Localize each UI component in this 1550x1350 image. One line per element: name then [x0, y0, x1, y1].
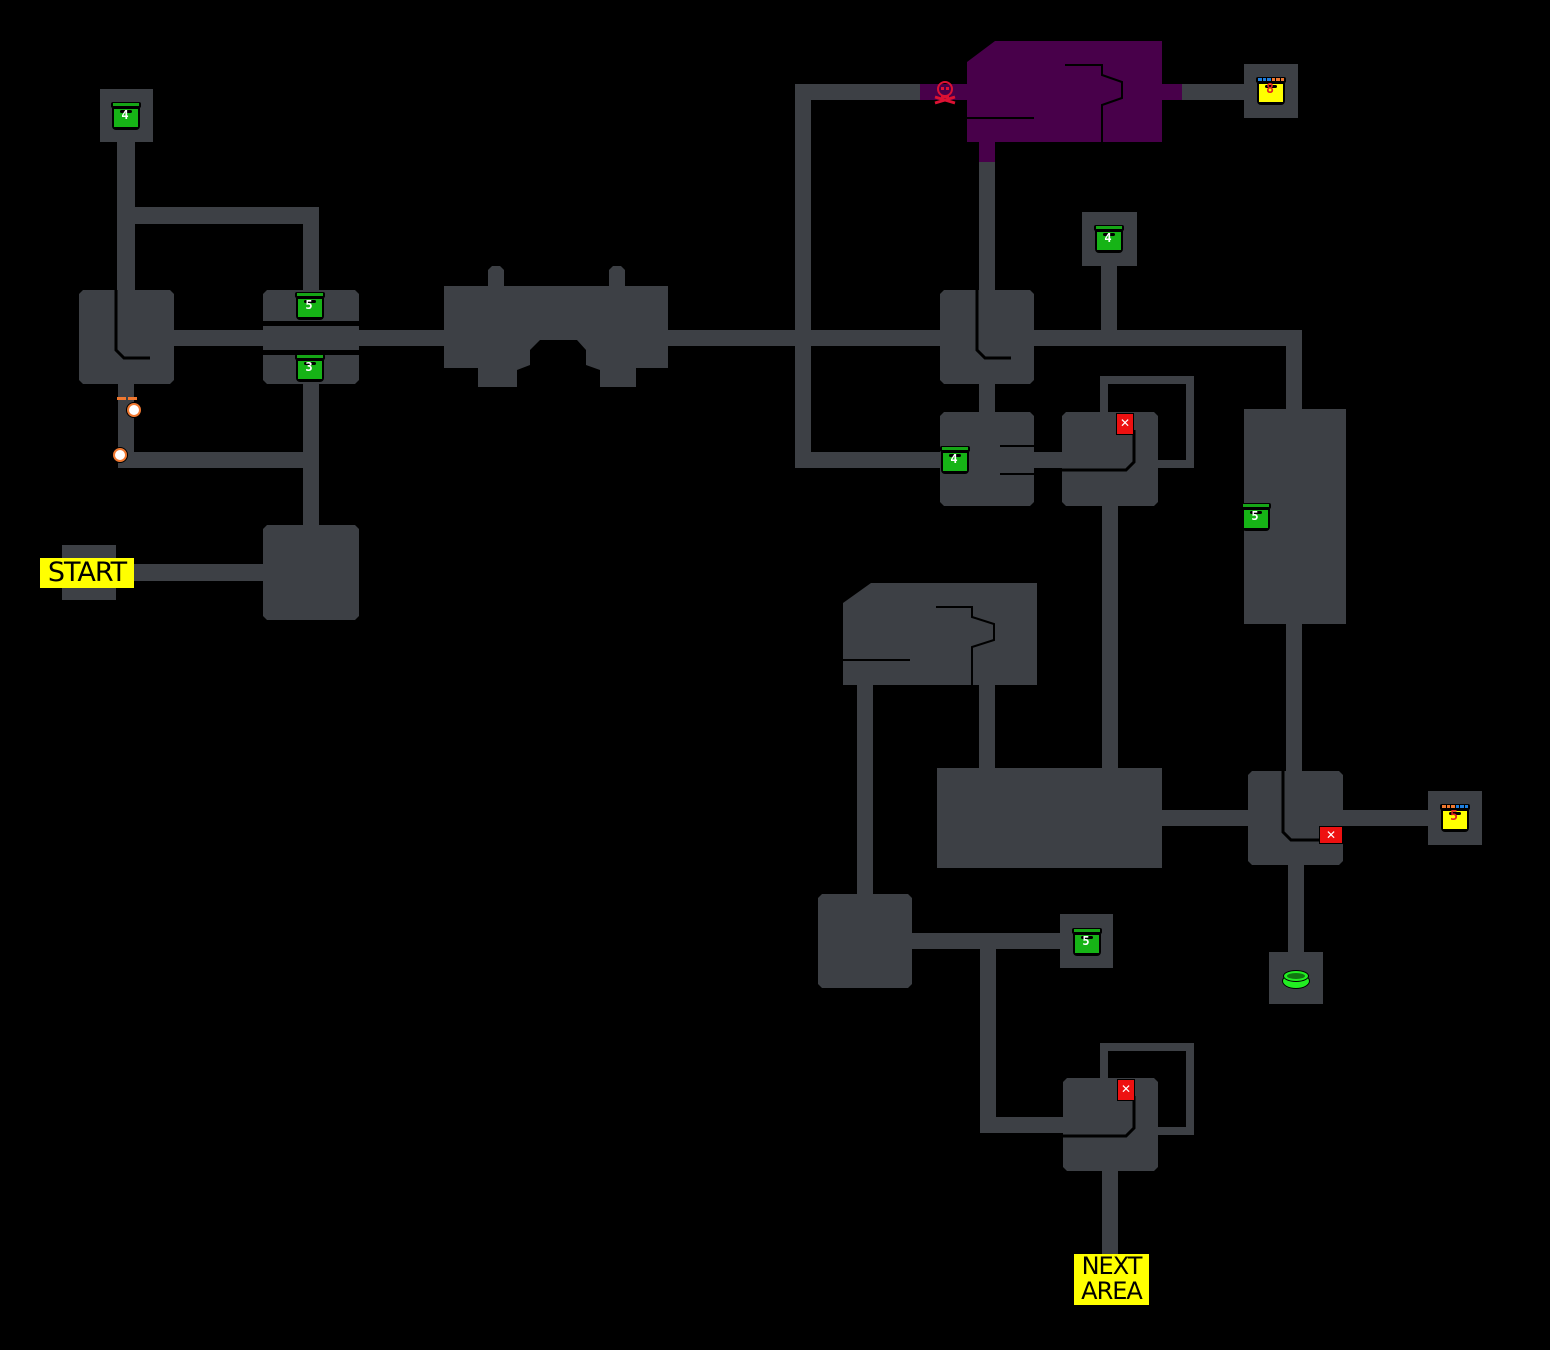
lock-symbol: ✕ [1325, 828, 1337, 842]
locked-door-icon[interactable]: ✕ [1117, 1079, 1135, 1101]
orange-marker-dash [117, 397, 126, 400]
room-sw [263, 525, 359, 620]
lock-symbol: ✕ [1120, 1082, 1132, 1096]
locked-door-icon[interactable]: ✕ [1319, 826, 1343, 844]
chest-value: 5 [1450, 809, 1458, 824]
room-left-junction [79, 290, 174, 384]
missile-chest-icon[interactable]: 8 [1256, 77, 1286, 105]
boss-skull-icon[interactable] [932, 80, 958, 106]
next-area-line1: NEXT [1081, 1252, 1143, 1280]
room-east-junction [1248, 771, 1343, 865]
next-area-label[interactable]: NEXT AREA [1074, 1254, 1149, 1305]
energy-tank-chest-icon[interactable]: 4 [940, 446, 970, 474]
energy-tank-chest-icon[interactable]: 4 [1094, 225, 1124, 253]
lock-symbol: ✕ [1119, 416, 1131, 430]
room-south-west [818, 894, 912, 988]
save-point-ring-icon[interactable] [127, 403, 141, 417]
energy-tank-chest-icon[interactable]: 5 [295, 292, 325, 320]
boss-room [920, 41, 1182, 162]
missile-chest-icon[interactable]: 5 [1440, 804, 1470, 832]
start-label: START [40, 558, 134, 588]
chest-value: 5 [1082, 934, 1090, 948]
room-big [937, 768, 1162, 868]
rooms [62, 64, 1482, 1171]
chest-value: 4 [950, 452, 958, 466]
internal-walls [114, 64, 1320, 1138]
locked-door-icon[interactable]: ✕ [1116, 413, 1134, 435]
room-south-junction [1063, 1078, 1158, 1171]
chest-value: 3 [305, 360, 313, 374]
room-mid-left [940, 412, 1034, 506]
room-mid-right [1062, 412, 1158, 506]
next-area-line2: AREA [1081, 1277, 1143, 1305]
energy-tank-chest-icon[interactable]: 5 [1072, 928, 1102, 956]
orange-marker-dash [128, 397, 137, 400]
chest-value: 5 [305, 298, 313, 312]
chest-value: 8 [1266, 82, 1274, 97]
save-point-ring-icon[interactable] [113, 448, 127, 462]
room-central-hall [444, 266, 668, 387]
chest-value: 5 [1251, 509, 1259, 523]
room-junction-2 [940, 290, 1034, 384]
energy-tank-chest-icon[interactable]: 4 [111, 102, 141, 130]
chest-value: 4 [121, 108, 129, 122]
room-west-upper [843, 583, 1037, 685]
chest-value: 4 [1104, 231, 1112, 245]
energy-tank-chest-icon[interactable]: 5 [1241, 503, 1271, 531]
warp-portal-icon[interactable] [1280, 966, 1312, 990]
energy-tank-chest-icon[interactable]: 3 [295, 354, 325, 382]
corridors [117, 84, 1435, 1257]
